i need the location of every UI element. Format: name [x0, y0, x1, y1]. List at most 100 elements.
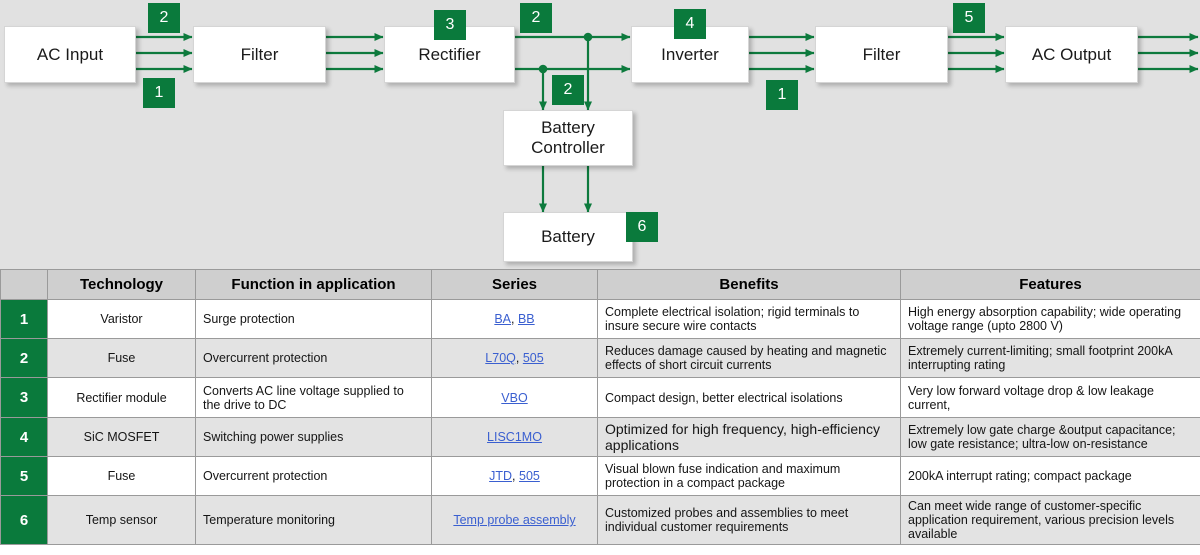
series-link[interactable]: 505	[522, 351, 544, 365]
series-link[interactable]: Temp probe assembly	[453, 513, 576, 527]
series-cell: JTD, 505	[431, 456, 598, 496]
technology-cell: Fuse	[47, 456, 196, 496]
node-ac-output-label: AC Output	[1031, 44, 1112, 64]
series-cell: VBO	[431, 377, 598, 418]
badge-2-dc-bus-label: 2	[531, 9, 541, 26]
badge-2-input-top[interactable]: 2	[148, 3, 180, 33]
function-cell: Switching power supplies	[195, 417, 432, 457]
block-diagram: AC Input Filter Rectifier Battery Contro…	[0, 0, 1200, 269]
row-index-cell: 2	[0, 338, 48, 378]
column-header-function: Function in application	[195, 269, 432, 300]
technology-cell: Temp sensor	[47, 495, 196, 545]
series-separator: ,	[511, 312, 518, 326]
features-cell: Very low forward voltage drop & low leak…	[900, 377, 1200, 418]
node-battery-label: Battery	[541, 227, 595, 247]
node-ac-input-label: AC Input	[36, 44, 104, 64]
table-row: 2 Fuse Overcurrent protection L70Q, 505 …	[0, 338, 1200, 378]
badge-1-inverter-out[interactable]: 1	[766, 80, 798, 110]
node-rectifier[interactable]: Rectifier	[384, 26, 515, 83]
column-header-features: Features	[900, 269, 1200, 300]
function-cell: Overcurrent protection	[195, 338, 432, 378]
features-cell: High energy absorption capability; wide …	[900, 299, 1200, 339]
technology-cell: Fuse	[47, 338, 196, 378]
node-rectifier-label: Rectifier	[418, 44, 481, 64]
series-link[interactable]: L70Q	[485, 351, 516, 365]
benefits-cell: Compact design, better electrical isolat…	[597, 377, 901, 418]
table-row: 3 Rectifier module Converts AC line volt…	[0, 377, 1200, 418]
badge-3-rectifier[interactable]: 3	[434, 10, 466, 40]
table-row: 1 Varistor Surge protection BA, BB Compl…	[0, 299, 1200, 339]
technology-cell: Rectifier module	[47, 377, 196, 418]
series-link[interactable]: BB	[517, 312, 535, 326]
technology-cell: Varistor	[47, 299, 196, 339]
series-link[interactable]: JTD	[489, 469, 513, 483]
node-filter-output-label: Filter	[862, 44, 901, 64]
features-cell: Can meet wide range of customer-specific…	[900, 495, 1200, 545]
series-cell: LISC1MO	[431, 417, 598, 457]
badge-2-battery-bus-label: 2	[563, 81, 573, 98]
technology-cell: SiC MOSFET	[47, 417, 196, 457]
table-row: 5 Fuse Overcurrent protection JTD, 505 V…	[0, 456, 1200, 496]
column-header-technology: Technology	[47, 269, 196, 300]
row-index-cell: 1	[0, 299, 48, 339]
node-battery-controller[interactable]: Battery Controller	[503, 110, 633, 166]
node-inverter-label: Inverter	[661, 44, 719, 64]
node-battery-controller-label-line2: Controller	[531, 138, 605, 157]
series-link[interactable]: VBO	[501, 390, 528, 405]
benefits-cell: Complete electrical isolation; rigid ter…	[597, 299, 901, 339]
column-header-index	[0, 269, 48, 300]
badge-2-battery-bus[interactable]: 2	[552, 75, 584, 105]
series-link[interactable]: LISC1MO	[487, 430, 542, 444]
row-index-cell: 6	[0, 495, 48, 545]
node-filter-output[interactable]: Filter	[815, 26, 948, 83]
junction-dot-bottom	[538, 64, 548, 74]
badge-5-output-label: 5	[964, 9, 974, 26]
badge-2-dc-bus[interactable]: 2	[520, 3, 552, 33]
node-filter-input-label: Filter	[240, 44, 279, 64]
function-cell: Surge protection	[195, 299, 432, 339]
badge-2-input-top-label: 2	[159, 9, 169, 26]
wire-layer	[134, 32, 1199, 213]
series-separator: ,	[512, 469, 519, 483]
benefits-cell: Visual blown fuse indication and maximum…	[597, 456, 901, 496]
node-filter-input[interactable]: Filter	[193, 26, 326, 83]
badge-1-inverter-out-label: 1	[777, 86, 787, 103]
badge-6-battery-label: 6	[637, 218, 647, 235]
badge-1-input-bottom-label: 1	[154, 84, 164, 101]
table-row: 4 SiC MOSFET Switching power supplies LI…	[0, 417, 1200, 457]
column-header-series: Series	[431, 269, 598, 300]
row-index-cell: 5	[0, 456, 48, 496]
function-cell: Temperature monitoring	[195, 495, 432, 545]
node-ac-input[interactable]: AC Input	[4, 26, 136, 83]
benefits-cell: Optimized for high frequency, high-effic…	[597, 417, 901, 457]
benefits-cell: Reduces damage caused by heating and mag…	[597, 338, 901, 378]
badge-1-input-bottom[interactable]: 1	[143, 78, 175, 108]
node-battery[interactable]: Battery	[503, 212, 633, 262]
badge-5-output[interactable]: 5	[953, 3, 985, 33]
series-link[interactable]: BA	[494, 312, 512, 326]
node-ac-output[interactable]: AC Output	[1005, 26, 1138, 83]
features-cell: Extremely low gate charge &output capaci…	[900, 417, 1200, 457]
series-cell: L70Q, 505	[431, 338, 598, 378]
series-link[interactable]: 505	[519, 469, 540, 483]
table-body: 1 Varistor Surge protection BA, BB Compl…	[0, 299, 1200, 545]
benefits-cell: Customized probes and assemblies to meet…	[597, 495, 901, 545]
table-header-row: Technology Function in application Serie…	[0, 269, 1200, 300]
column-header-benefits: Benefits	[597, 269, 901, 300]
row-index-cell: 3	[0, 377, 48, 418]
features-cell: Extremely current-limiting; small footpr…	[900, 338, 1200, 378]
spec-table: Technology Function in application Serie…	[0, 269, 1200, 545]
badge-3-rectifier-label: 3	[445, 16, 455, 33]
function-cell: Overcurrent protection	[195, 456, 432, 496]
row-index-cell: 4	[0, 417, 48, 457]
function-cell: Converts AC line voltage supplied to the…	[195, 377, 432, 418]
badge-4-inverter-label: 4	[685, 15, 695, 32]
node-battery-controller-label-line1: Battery	[541, 118, 595, 138]
badge-4-inverter[interactable]: 4	[674, 9, 706, 39]
junction-dot-top	[583, 32, 593, 42]
features-cell: 200kA interrupt rating; compact package	[900, 456, 1200, 496]
table-row: 6 Temp sensor Temperature monitoring Tem…	[0, 495, 1200, 545]
badge-6-battery[interactable]: 6	[626, 212, 658, 242]
series-cell: BA, BB	[431, 299, 598, 339]
series-cell: Temp probe assembly	[431, 495, 598, 545]
